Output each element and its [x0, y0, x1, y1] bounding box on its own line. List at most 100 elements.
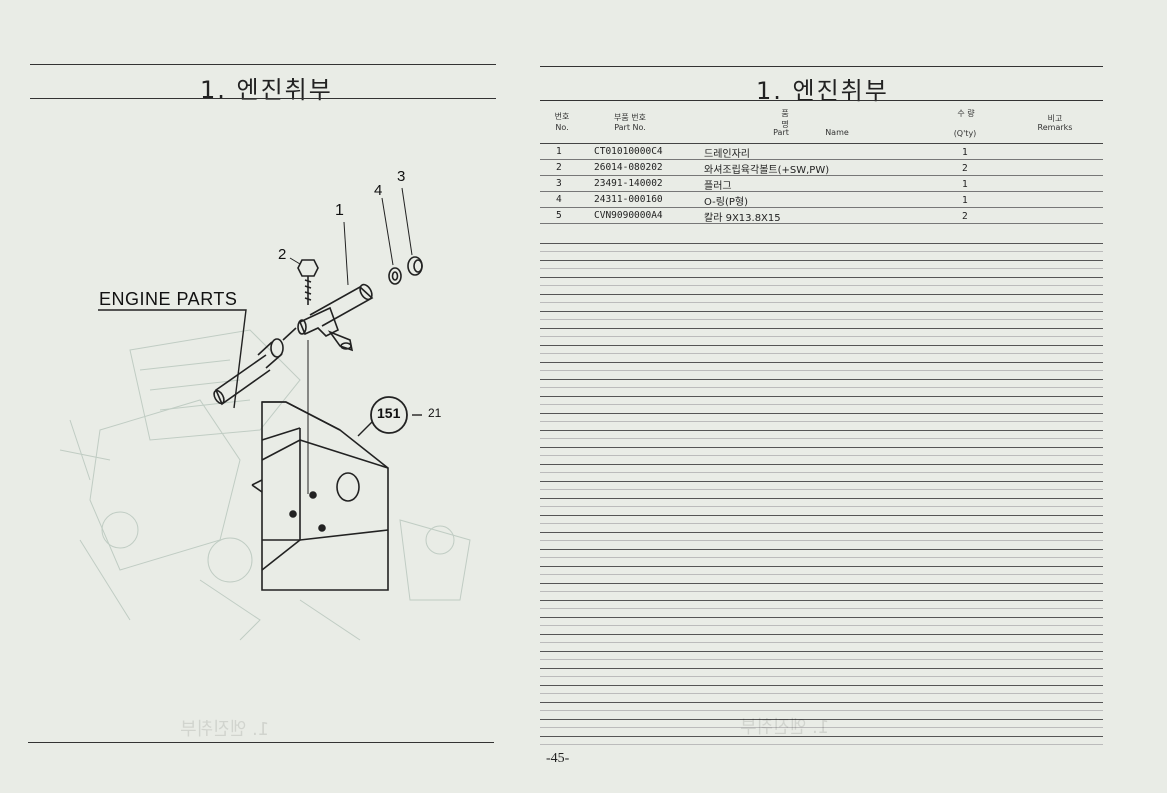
row-part-name: 칼라 9X13.8X15	[704, 213, 781, 224]
row-no: 4	[556, 194, 562, 205]
table-rule-line	[540, 540, 1103, 541]
callout-1: 1	[335, 202, 344, 219]
row-part-no: 26014-080202	[594, 162, 663, 173]
row-part-name: 드레인자리	[704, 149, 750, 160]
table-rule-line	[540, 642, 1103, 643]
table-rule-line	[540, 455, 1103, 456]
table-rule-line	[540, 515, 1103, 516]
table-rule-line	[540, 489, 1103, 490]
table-rule-line	[540, 404, 1103, 405]
reference-number: 21	[428, 406, 442, 420]
table-rule-line	[540, 744, 1103, 745]
right-page: 1. 엔진취부 번호 No. 부품 번호 Part No. 품 명 Part N…	[540, 0, 1167, 793]
table-rule-line	[540, 549, 1103, 550]
table-rule-line	[540, 676, 1103, 677]
header-qty-ko: 수 량	[957, 109, 975, 118]
header-name-en-name: Name	[825, 128, 849, 137]
table-rule-line	[540, 251, 1103, 252]
header-no-en: No.	[555, 123, 569, 132]
row-no: 3	[556, 178, 562, 189]
table-rule-line	[540, 583, 1103, 584]
page-number: -45-	[546, 751, 570, 766]
engine-parts-label: ENGINE PARTS	[99, 289, 238, 309]
reference-circle-label: 151	[377, 405, 401, 421]
row-qty: 2	[962, 211, 968, 222]
table-rule-line	[540, 294, 1103, 295]
table-rule-line	[540, 651, 1103, 652]
row-part-name: 플러그	[704, 181, 732, 192]
header-qty-en: (Q'ty)	[953, 129, 977, 138]
table-rule-line	[540, 668, 1103, 669]
row-part-no: CVN9090000A4	[594, 210, 663, 221]
table-rule-line	[540, 447, 1103, 448]
table-rule-line	[540, 659, 1103, 660]
table-rule-line	[540, 498, 1103, 499]
table-rule-line	[540, 438, 1103, 439]
table-rule-line	[540, 302, 1103, 303]
table-rule-line	[540, 574, 1103, 575]
header-no-ko: 번호	[554, 112, 570, 121]
table-rule-line	[540, 159, 1103, 160]
row-part-name: O-링(P형)	[704, 197, 748, 208]
engine-parts-diagram	[59, 187, 471, 641]
table-rule-line	[540, 566, 1103, 567]
table-rule-line	[540, 719, 1103, 720]
row-part-name: 와셔조립육각볼트(+SW,PW)	[704, 165, 830, 176]
table-rule-line	[540, 557, 1103, 558]
header-name-en-part: Part	[773, 128, 789, 137]
table-rule-line	[540, 223, 1103, 224]
bleed-through-text: 1. 엔진취부	[180, 719, 270, 740]
right-title-top-rule	[540, 66, 1103, 67]
header-part-no-en: Part No.	[614, 123, 646, 132]
table-rule-line	[540, 421, 1103, 422]
table-rule-line	[540, 345, 1103, 346]
table-rule-line	[540, 191, 1103, 192]
header-name-ko: 품 명	[781, 109, 839, 129]
table-rule-line	[540, 362, 1103, 363]
header-bottom-rule	[540, 143, 1103, 144]
header-part-no-ko: 부품 번호	[614, 113, 646, 122]
table-rule-line	[540, 175, 1103, 176]
table-rule-line	[540, 285, 1103, 286]
table-rule-line	[540, 396, 1103, 397]
table-rule-line	[540, 207, 1103, 208]
table-rule-line	[540, 634, 1103, 635]
table-rule-line	[540, 336, 1103, 337]
table-rule-line	[540, 243, 1103, 244]
table-rule-line	[540, 617, 1103, 618]
row-qty: 2	[962, 163, 968, 174]
left-bottom-rule	[28, 742, 494, 743]
background-engine-ghost	[59, 329, 471, 641]
bleed-through-text: 1. 엔진취부	[740, 717, 830, 738]
header-remarks-ko: 비고	[1047, 114, 1063, 123]
table-rule-line	[540, 523, 1103, 524]
left-page-title: 1. 엔진취부	[200, 76, 333, 104]
table-rule-line	[540, 532, 1103, 533]
table-rule-line	[540, 277, 1103, 278]
row-part-no: 24311-000160	[594, 194, 663, 205]
table-rule-line	[540, 379, 1103, 380]
table-rule-line	[540, 600, 1103, 601]
drain-assembly	[98, 187, 423, 494]
row-no: 1	[556, 146, 562, 157]
row-qty: 1	[962, 147, 968, 158]
table-rule-line	[540, 506, 1103, 507]
callout-2: 2	[278, 246, 287, 263]
right-title-bottom-rule	[540, 100, 1103, 101]
table-rule-line	[540, 710, 1103, 711]
table-rule-line	[540, 464, 1103, 465]
table-rule-line	[540, 268, 1103, 269]
row-qty: 1	[962, 195, 968, 206]
table-rule-line	[540, 702, 1103, 703]
table-rule-line	[540, 685, 1103, 686]
tank	[251, 401, 389, 591]
row-no: 5	[556, 210, 562, 221]
row-part-no: CT01010000C4	[594, 146, 663, 157]
table-rule-line	[540, 472, 1103, 473]
left-title-bottom-rule	[30, 98, 496, 99]
table-rule-line	[540, 608, 1103, 609]
row-no: 2	[556, 162, 562, 173]
table-rule-line	[540, 387, 1103, 388]
header-remarks-en: Remarks	[1037, 123, 1073, 132]
table-rule-line	[540, 736, 1103, 737]
